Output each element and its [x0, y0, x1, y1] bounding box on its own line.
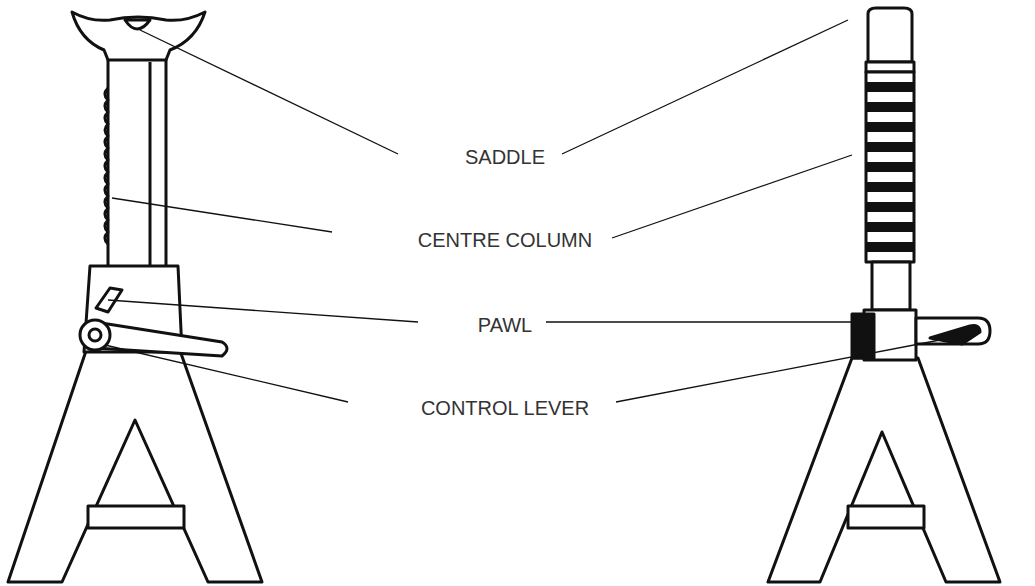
- leader-lines: [105, 20, 940, 402]
- column-rib: [866, 242, 914, 252]
- column-rib: [866, 142, 914, 152]
- column-rib: [866, 122, 914, 132]
- part-label: SADDLE: [463, 146, 547, 168]
- column-ribs: [866, 82, 914, 252]
- part-label: PAWL: [476, 314, 534, 336]
- column-rib: [866, 162, 914, 172]
- column-rib: [866, 222, 914, 232]
- column-rib: [866, 82, 914, 92]
- part-label: CENTRE COLUMN: [416, 229, 594, 251]
- part-label: CONTROL LEVER: [419, 397, 591, 419]
- left-jack-stand: [8, 12, 262, 582]
- column-rib: [866, 182, 914, 192]
- column-rib: [866, 102, 914, 112]
- column-rib: [866, 202, 914, 212]
- right-jack-stand: [768, 8, 1000, 582]
